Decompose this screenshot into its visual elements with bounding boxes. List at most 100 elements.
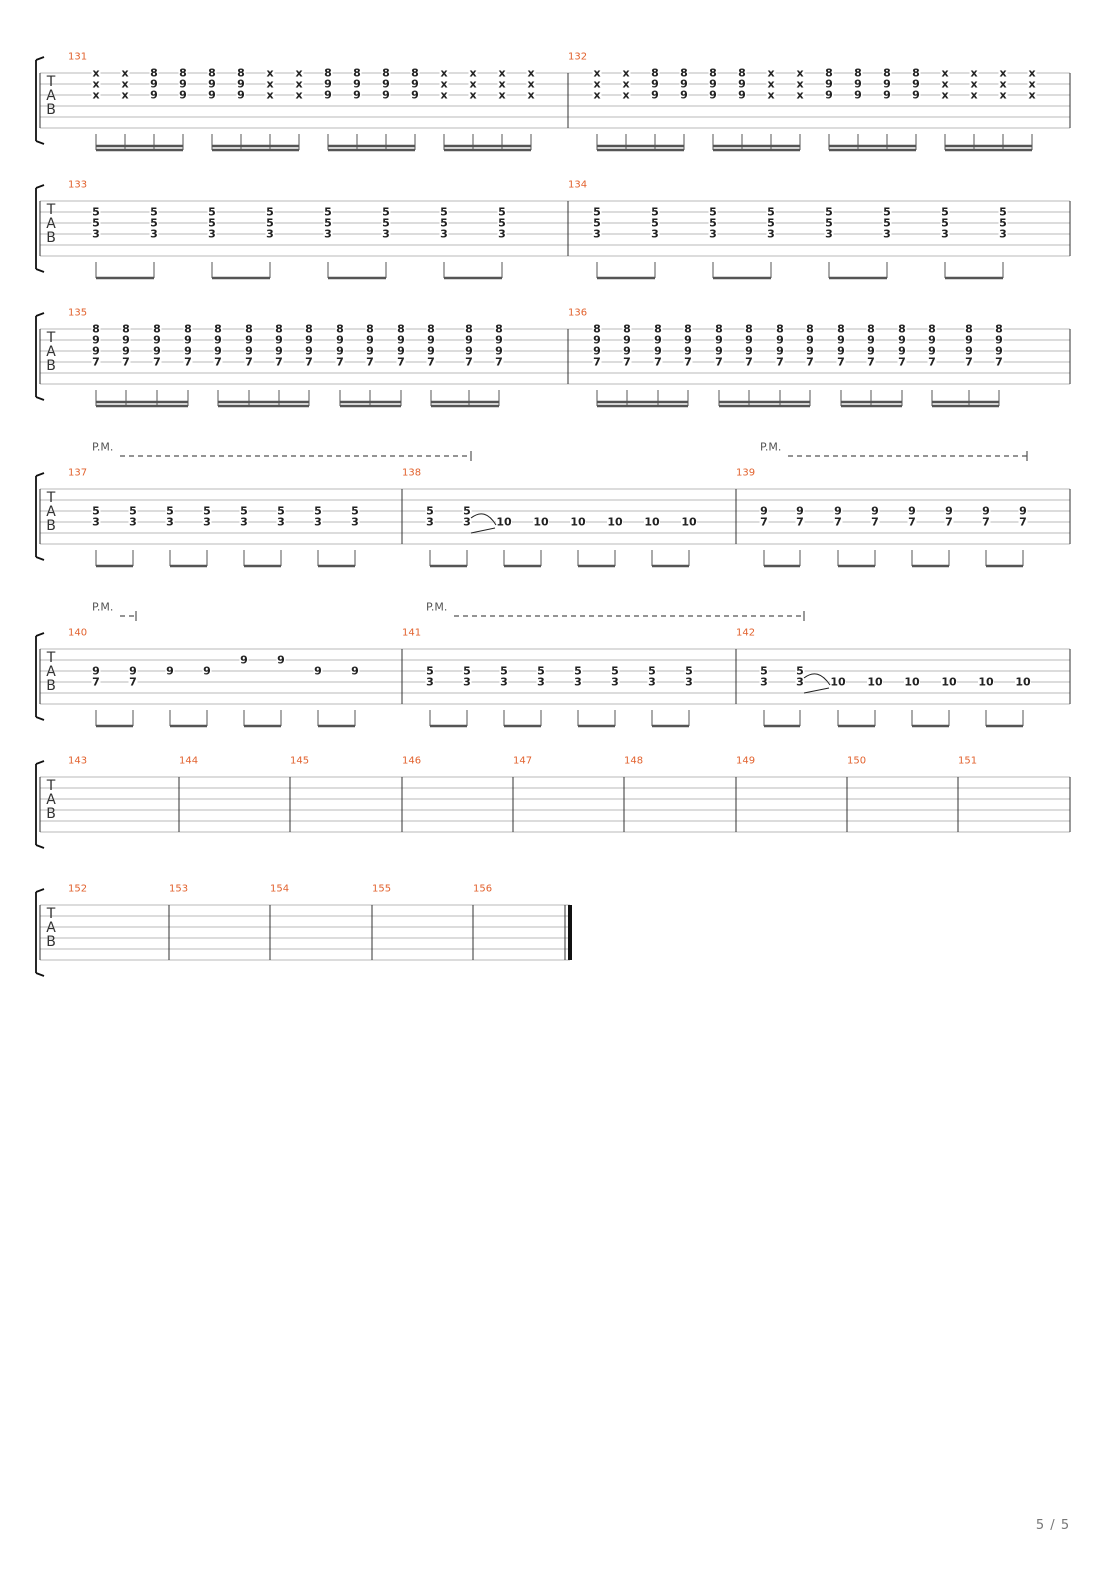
fret-backdrop — [352, 79, 362, 89]
fret-number: 8 — [366, 323, 374, 336]
fret-number: 9 — [351, 665, 359, 678]
fret-number: 8 — [709, 67, 717, 80]
fret-backdrop — [91, 218, 101, 228]
fret-backdrop — [940, 207, 950, 217]
tab-clef-letter: A — [46, 664, 56, 680]
fret-number: 9 — [240, 654, 248, 667]
measure-number: 139 — [736, 468, 755, 479]
fret-backdrop — [462, 677, 472, 687]
fret-backdrop — [244, 324, 254, 334]
fret-number: 8 — [776, 323, 784, 336]
fret-number: 9 — [184, 334, 192, 347]
fret-backdrop — [497, 79, 507, 89]
fret-number: 9 — [908, 505, 916, 518]
fret-number: 3 — [203, 516, 211, 529]
fret-backdrop — [207, 207, 217, 217]
fret-backdrop — [969, 79, 979, 89]
fret-backdrop — [714, 335, 724, 345]
fret-number: 10 — [533, 516, 549, 529]
fret-number: 3 — [166, 516, 174, 529]
fret-backdrop — [152, 335, 162, 345]
fret-backdrop — [775, 346, 785, 356]
fret-backdrop — [497, 68, 507, 78]
fret-backdrop — [766, 218, 776, 228]
fret-backdrop — [775, 335, 785, 345]
fret-number: 3 — [92, 516, 100, 529]
fret-backdrop — [236, 68, 246, 78]
fret-number: 7 — [945, 516, 953, 529]
fret-backdrop — [121, 357, 131, 367]
dead-note: x — [295, 78, 302, 91]
fret-backdrop — [350, 517, 360, 527]
fret-backdrop — [981, 506, 991, 516]
measure-number: 131 — [68, 52, 87, 63]
dead-note: x — [121, 78, 128, 91]
fret-backdrop — [940, 229, 950, 239]
fret-number: 9 — [854, 78, 862, 91]
fret-backdrop — [650, 79, 660, 89]
dead-note: x — [970, 89, 977, 102]
fret-number: 5 — [92, 217, 100, 230]
fret-backdrop — [239, 506, 249, 516]
fret-backdrop — [183, 346, 193, 356]
dead-note: x — [796, 67, 803, 80]
fret-number: 5 — [537, 665, 545, 678]
fret-number: 8 — [465, 323, 473, 336]
system-bracket — [35, 888, 45, 977]
fret-backdrop — [940, 68, 950, 78]
fret-backdrop — [294, 90, 304, 100]
fret-number: 5 — [611, 665, 619, 678]
fret-backdrop — [381, 229, 391, 239]
fret-backdrop — [866, 335, 876, 345]
fret-backdrop — [202, 517, 212, 527]
fret-backdrop — [239, 655, 249, 665]
fret-backdrop — [497, 229, 507, 239]
slide-line — [470, 527, 496, 534]
fret-number: 5 — [277, 505, 285, 518]
fret-number: 8 — [837, 323, 845, 336]
fret-backdrop — [178, 90, 188, 100]
fret-backdrop — [323, 218, 333, 228]
fret-number: 8 — [654, 323, 662, 336]
fret-backdrop — [183, 324, 193, 334]
dead-note: x — [622, 67, 629, 80]
fret-number: 8 — [684, 323, 692, 336]
fret-number: 5 — [941, 206, 949, 219]
fret-number: 9 — [825, 89, 833, 102]
fret-number: 8 — [245, 323, 253, 336]
fret-number: 8 — [928, 323, 936, 336]
dead-note: x — [498, 78, 505, 91]
fret-backdrop — [425, 517, 435, 527]
fret-backdrop — [276, 655, 286, 665]
fret-number: 9 — [208, 78, 216, 91]
measure-number: 145 — [290, 756, 309, 767]
fret-backdrop — [244, 335, 254, 345]
fret-number: 8 — [745, 323, 753, 336]
measure-number: 134 — [568, 180, 587, 191]
fret-backdrop — [653, 357, 663, 367]
fret-number: 5 — [883, 206, 891, 219]
fret-number: 7 — [867, 356, 875, 369]
fret-number: 3 — [883, 228, 891, 241]
tab-clef-letter: A — [46, 504, 56, 520]
fret-backdrop — [426, 346, 436, 356]
fret-number: 7 — [92, 676, 100, 689]
fret-number: 8 — [738, 67, 746, 80]
fret-backdrop — [381, 90, 391, 100]
fret-backdrop — [592, 79, 602, 89]
fret-backdrop — [795, 68, 805, 78]
fret-backdrop — [121, 346, 131, 356]
fret-backdrop — [940, 79, 950, 89]
fret-number: 9 — [465, 334, 473, 347]
fret-backdrop — [998, 218, 1008, 228]
fret-number: 10 — [830, 676, 846, 689]
fret-backdrop — [304, 324, 314, 334]
measure-number: 137 — [68, 468, 87, 479]
fret-backdrop — [683, 357, 693, 367]
fret-backdrop — [744, 346, 754, 356]
fret-number: 9 — [277, 654, 285, 667]
fret-backdrop — [294, 79, 304, 89]
tab-clef-letter: A — [46, 216, 56, 232]
fret-number: 9 — [397, 345, 405, 358]
